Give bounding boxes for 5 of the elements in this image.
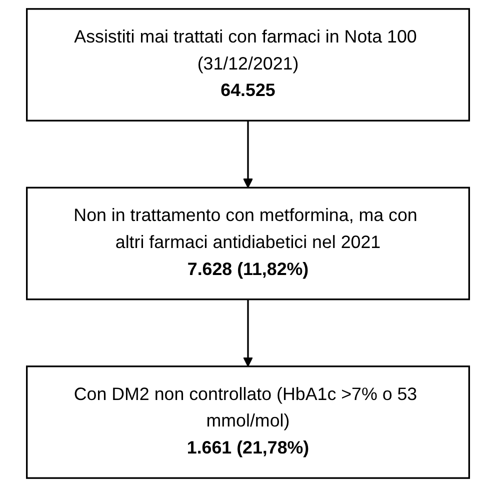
arrow bbox=[243, 299, 253, 367]
arrow bbox=[243, 120, 253, 188]
process-box: Con DM2 non controllato (HbA1c >7% o 53 mmol/mol) 1.661 (21,78%) bbox=[26, 366, 470, 479]
process-box: Non in trattamento con metformina, ma con altri farmaci antidiabetici nel 2021 7.628 (11,82%) bbox=[26, 186, 470, 300]
process-box: Assistiti mai trattati con farmaci in Nota 100 (31/12/2021) 64.525 bbox=[26, 8, 470, 122]
